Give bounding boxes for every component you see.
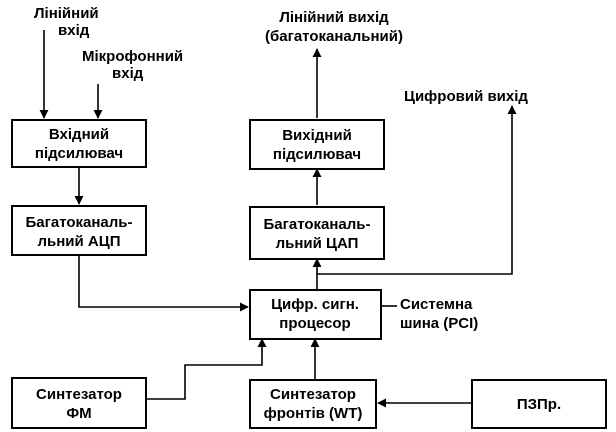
line-output-label-line1: Лінійний вихід: [279, 9, 389, 26]
mic-input-label-line2: вхід: [112, 65, 144, 82]
block-input-amplifier: Вхідний підсилювач: [11, 119, 147, 168]
dac-label-line2: льний ЦАП: [276, 235, 359, 252]
rom-label: ПЗПр.: [517, 396, 561, 413]
fm-synth-label-line2: ФМ: [66, 405, 91, 422]
fm-synth-label-line1: Синтезатор: [36, 386, 122, 403]
block-output-amplifier: Вихідний підсилювач: [249, 119, 385, 170]
block-dsp: Цифр. сигн. процесор: [249, 289, 382, 340]
block-dac: Багатоканаль- льний ЦАП: [249, 206, 385, 260]
adc-label-line2: льний АЦП: [38, 233, 121, 250]
connections: [39, 30, 517, 408]
dsp-label-line1: Цифр. сигн.: [271, 296, 359, 313]
fm-synth-to-dsp-arrow: [146, 338, 267, 400]
output-amp-label-line1: Вихідний: [282, 127, 352, 144]
line-input-label-line1: Лінійний: [34, 5, 99, 22]
input-amp-label-line2: підсилювач: [35, 145, 123, 162]
dac-label-line1: Багатоканаль-: [263, 216, 370, 233]
line-output-label-line2: (багатоканальний): [265, 28, 403, 45]
system-bus-label-line1: Системна: [400, 296, 473, 313]
adc-label-line1: Багатоканаль-: [25, 214, 132, 231]
digital-output-label: Цифровий вихід: [404, 88, 528, 105]
mic-input-label-line1: Мікрофонний: [82, 48, 183, 65]
line-input-label-line2: вхід: [58, 22, 90, 39]
block-fm-synthesizer: Синтезатор ФМ: [11, 377, 147, 429]
block-rom: ПЗПр.: [471, 379, 607, 429]
wt-synth-label-line1: Синтезатор: [270, 386, 356, 403]
input-amp-label-line1: Вхідний: [49, 126, 109, 143]
dsp-label-line2: процесор: [279, 315, 350, 332]
dsp-to-digital-out-arrow: [317, 105, 517, 275]
block-adc: Багатоканаль- льний АЦП: [11, 205, 147, 256]
block-wavetable-synthesizer: Синтезатор фронтів (WT): [249, 379, 377, 429]
output-amp-label-line2: підсилювач: [273, 146, 361, 163]
wt-synth-label-line2: фронтів (WT): [264, 405, 363, 422]
adc-to-dsp-arrow: [78, 255, 249, 312]
system-bus-label-line2: шина (PCI): [400, 315, 478, 332]
